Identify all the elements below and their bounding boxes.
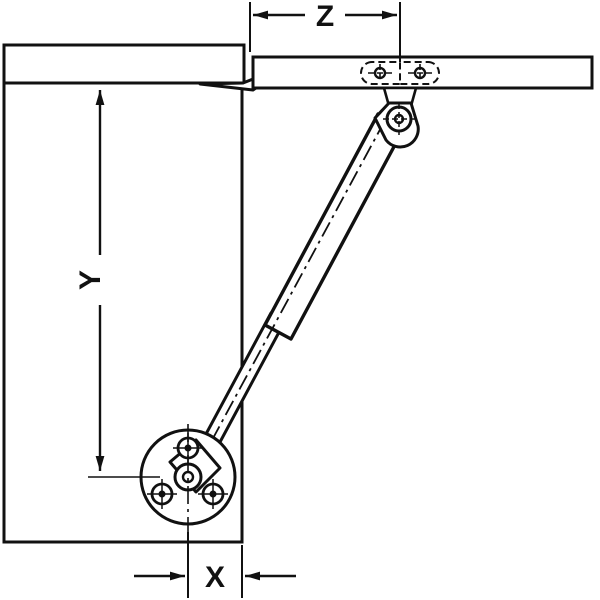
dimension-label-z: Z bbox=[316, 0, 334, 33]
dimension-label-y: Y bbox=[74, 270, 107, 290]
dimension-y: Y bbox=[74, 90, 107, 471]
flap-bracket bbox=[373, 86, 420, 149]
cabinet-top-panel bbox=[2, 43, 246, 85]
dimension-label-x: X bbox=[205, 561, 225, 594]
dimension-z: Z bbox=[249, 0, 401, 62]
mounting-plate-screw-hole bbox=[198, 479, 228, 509]
dimension-x: X bbox=[134, 532, 296, 598]
mounting-plate bbox=[88, 424, 237, 532]
gas-strut-assembly bbox=[189, 99, 406, 472]
flap-panel bbox=[251, 55, 594, 90]
strut-centre-axis bbox=[197, 99, 397, 467]
bracket-screw-holes bbox=[360, 61, 440, 85]
mounting-plate-screw-hole bbox=[147, 479, 177, 509]
